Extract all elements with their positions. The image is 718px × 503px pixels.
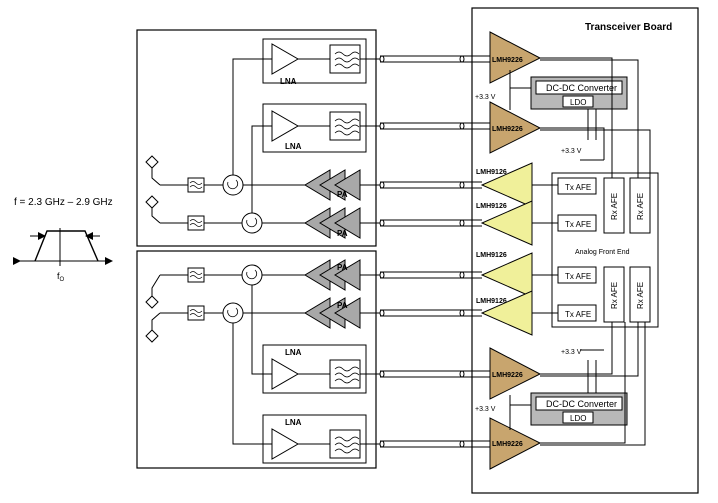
svg-text:LDO: LDO <box>570 98 586 107</box>
pa-block-3: PA <box>304 259 361 291</box>
svg-text:Tx AFE: Tx AFE <box>565 272 591 281</box>
svg-text:LNA: LNA <box>285 142 302 151</box>
svg-text:LMH9226: LMH9226 <box>492 126 523 133</box>
lmh9226-amp-3: LMH9226 <box>489 347 542 400</box>
dcdc-converter-bottom: DC-DC Converter LDO <box>530 392 628 426</box>
svg-text:Rx AFE: Rx AFE <box>610 282 619 309</box>
circulator-icon <box>222 174 263 324</box>
svg-text:LMH9126: LMH9126 <box>476 252 507 259</box>
dcdc-converter-top: DC-DC Converter LDO <box>530 76 628 110</box>
svg-text:LMH9226: LMH9226 <box>492 57 523 64</box>
svg-text:DC-DC Converter: DC-DC Converter <box>546 83 617 93</box>
rx-afe-3: Rx AFE <box>603 266 625 323</box>
lmh9126-amp-3: LMH9126 <box>476 252 533 298</box>
filter-icon <box>187 177 205 321</box>
lmh9126-amp-1: LMH9126 <box>476 162 533 208</box>
pa-block-1: PA <box>304 169 361 201</box>
svg-text:PA: PA <box>337 229 348 238</box>
signal-wires <box>160 57 651 446</box>
rx-afe-2: Rx AFE <box>629 177 651 234</box>
antenna-icon <box>145 155 161 343</box>
lmh9226-amp-2: LMH9226 <box>489 101 542 154</box>
lmh9226-amp-4: LMH9226 <box>489 417 542 470</box>
lmh9126-amp-4: LMH9126 <box>476 290 533 336</box>
tx-afe-1: Tx AFE <box>557 177 597 195</box>
svg-text:PA: PA <box>337 190 348 199</box>
v33-label-2: +3.3 V <box>561 148 582 155</box>
svg-text:Tx AFE: Tx AFE <box>565 220 591 229</box>
frequency-response: f = 2.3 GHz – 2.9 GHz fO <box>13 197 113 283</box>
antenna-module-bottom <box>136 250 377 469</box>
transceiver-board <box>471 7 699 494</box>
svg-text:Rx AFE: Rx AFE <box>610 193 619 220</box>
svg-text:LNA: LNA <box>280 77 297 86</box>
svg-text:LNA: LNA <box>285 348 302 357</box>
lmh9126-amp-2: LMH9126 <box>476 200 533 246</box>
svg-text:LMH9226: LMH9226 <box>492 441 523 448</box>
lna-block-3: LNA <box>262 344 367 394</box>
svg-text:Rx AFE: Rx AFE <box>636 282 645 309</box>
svg-text:LMH9126: LMH9126 <box>476 169 507 176</box>
svg-text:PA: PA <box>337 263 348 272</box>
analog-front-end-label: Analog Front End <box>575 249 630 256</box>
svg-text:LMH9126: LMH9126 <box>476 298 507 305</box>
lna-block-1: LNA <box>262 38 367 86</box>
rx-afe-4: Rx AFE <box>629 266 651 323</box>
svg-text:LDO: LDO <box>570 414 586 423</box>
svg-text:Tx AFE: Tx AFE <box>565 183 591 192</box>
svg-text:LMH9226: LMH9226 <box>492 372 523 379</box>
svg-text:Rx AFE: Rx AFE <box>636 193 645 220</box>
svg-text:Tx AFE: Tx AFE <box>565 310 591 319</box>
svg-text:DC-DC Converter: DC-DC Converter <box>546 399 617 409</box>
bandpass-curve <box>34 230 99 262</box>
transceiver-board-title: Transceiver Board <box>585 22 672 33</box>
pa-block-4: PA <box>304 297 361 329</box>
tx-afe-4: Tx AFE <box>557 304 597 322</box>
pa-block-2: PA <box>304 207 361 239</box>
rx-afe-1: Rx AFE <box>603 177 625 234</box>
freq-range-label: f = 2.3 GHz – 2.9 GHz <box>14 197 113 208</box>
lmh9226-amp-1: LMH9226 <box>489 31 542 84</box>
svg-text:LMH9126: LMH9126 <box>476 203 507 210</box>
v33-label-1: +3.3 V <box>475 94 496 101</box>
antenna-module-top <box>136 29 377 247</box>
tx-afe-3: Tx AFE <box>557 266 597 284</box>
center-freq-label: fO <box>57 271 65 283</box>
analog-front-end-box <box>551 172 659 328</box>
v33-label-4: +3.3 V <box>475 406 496 413</box>
lna-block-4: LNA <box>262 414 367 464</box>
lna-block-2: LNA <box>262 103 367 153</box>
coax-cable-icon <box>379 55 490 448</box>
v33-label-3: +3.3 V <box>561 349 582 356</box>
svg-text:PA: PA <box>337 301 348 310</box>
svg-text:LNA: LNA <box>285 418 302 427</box>
tx-afe-2: Tx AFE <box>557 214 597 232</box>
